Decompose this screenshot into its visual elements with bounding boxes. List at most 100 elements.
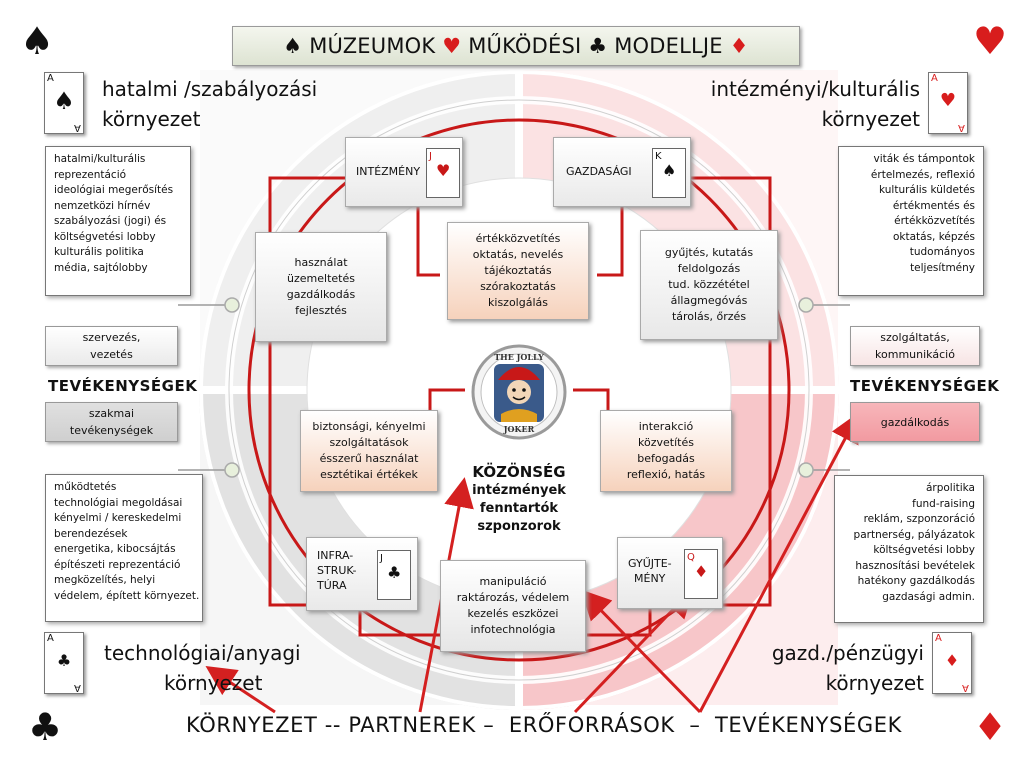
card-rank: A xyxy=(931,73,938,84)
box-line: reflexió, hatás xyxy=(626,468,706,481)
activity-organization-management: szervezés, vezetés xyxy=(45,326,178,366)
box-line: oktatás, nevelés xyxy=(472,248,564,261)
box-line: szolgáltatások xyxy=(329,436,409,449)
box-line: gazdálkodás xyxy=(286,288,356,301)
list-line: viták és támpontok xyxy=(873,153,975,165)
ace-diamond-card: A ♦ A xyxy=(932,632,972,694)
box-line: kiszolgálás xyxy=(488,296,548,309)
card-rank: A xyxy=(74,122,81,133)
env-technological-material: technológiai/anyagi környezet xyxy=(104,638,301,698)
jack-club-card: J ♣ xyxy=(377,550,411,600)
list-line: kulturális küldetés xyxy=(879,184,975,196)
heart-icon: ♥ xyxy=(436,161,451,180)
activity-line: szolgáltatás, xyxy=(880,331,950,344)
box-line: ésszerű használat xyxy=(319,452,419,465)
list-line: hatékony gazdálkodás xyxy=(857,575,975,587)
card-rank: A xyxy=(935,633,942,644)
bottom-summary-line: KÖRNYEZET -- PARTNEREK – ERŐFORRÁSOK – T… xyxy=(186,713,902,737)
box-line: fejlesztés xyxy=(295,304,347,317)
activity-line: szervezés, xyxy=(82,331,141,344)
list-line: nemzetközi hírnév xyxy=(54,199,151,212)
audience-line: intézmények xyxy=(472,483,566,498)
card-rank: A xyxy=(962,682,969,693)
env-economic-financial: gazd./pénzügyi környezet xyxy=(772,638,924,698)
list-line: teljesítmény xyxy=(910,261,975,274)
box-line: üzemeltetés xyxy=(287,272,355,285)
list-line: hatalmi/kulturális xyxy=(54,153,146,165)
corner-diamond-icon: ♦ xyxy=(973,705,1008,749)
queen-diamond-card: Q ♦ xyxy=(684,549,718,599)
activity-line: kommunikáció xyxy=(875,348,955,361)
list-line: reklám, szponzoráció xyxy=(863,513,975,525)
box-line: biztonsági, kényelmi xyxy=(312,420,426,433)
diamond-icon: ♦ xyxy=(944,651,960,670)
list-line: berendezések xyxy=(54,527,128,540)
list-line: média, sajtólobby xyxy=(54,261,148,274)
env-line: technológiai/anyagi xyxy=(104,641,301,665)
activities-label-right: TEVÉKENYSÉGEK xyxy=(850,377,1000,395)
club-icon: ♣ xyxy=(387,563,402,582)
box-line: közvetítés xyxy=(638,436,694,449)
face-label-line: INFRA- xyxy=(317,549,354,562)
box-line: tárolás, őrzés xyxy=(671,310,747,323)
card-rank: A xyxy=(47,633,54,644)
spade-icon: ♠ xyxy=(662,161,677,180)
face-label-line: MÉNY xyxy=(634,572,666,585)
box-line: manipuláció xyxy=(479,575,547,588)
box-line: kezelés eszközei xyxy=(467,607,559,620)
spade-icon: ♠ xyxy=(283,34,303,58)
list-line: reprezentáció xyxy=(54,168,127,181)
king-spade-card: K ♠ xyxy=(652,148,686,198)
box-line: esztétikai értékek xyxy=(320,468,418,481)
audience-line: fenntartók xyxy=(479,501,559,516)
activity-professional: szakmai tevékenységek xyxy=(45,402,178,442)
activity-service-communication: szolgáltatás, kommunikáció xyxy=(850,326,980,366)
face-box-collection: GYŰJTE- MÉNY Q ♦ xyxy=(617,537,723,609)
box-line: szórakoztatás xyxy=(480,280,556,293)
box-line: feldolgozás xyxy=(677,262,741,275)
joker-emblem: THE JOLLY JOKER xyxy=(471,344,567,440)
list-line: szabályozási (jogi) és xyxy=(54,215,167,227)
face-label-line: TÚRA xyxy=(317,579,347,592)
list-line: árpolitika xyxy=(925,482,975,494)
list-line: technológiai megoldásai xyxy=(54,496,183,509)
box-line: befogadás xyxy=(637,452,695,465)
env-line: gazd./pénzügyi xyxy=(771,641,924,665)
activity-line: vezetés xyxy=(90,348,133,361)
ace-heart-card: A ♥ A xyxy=(928,72,968,134)
env-line: környezet xyxy=(164,671,263,695)
face-label-line: STRUK- xyxy=(317,564,357,577)
face-label: GYŰJTE- MÉNY xyxy=(628,556,672,586)
env-line: hatalmi /szabályozási xyxy=(102,77,318,101)
list-line: partnerség, pályázatok xyxy=(853,528,975,541)
list-power-regulatory: hatalmi/kulturális reprezentáció ideológia… xyxy=(45,146,191,296)
jack-heart-card: J ♥ xyxy=(426,148,460,198)
list-line: oktatás, képzés xyxy=(892,230,975,243)
list-line: védelem, épített környezet. xyxy=(54,589,200,602)
list-line: ideológiai megerősítés xyxy=(54,184,174,196)
card-rank: Q xyxy=(687,552,695,563)
activity-finance: gazdálkodás xyxy=(850,402,980,442)
box-line: tud. közzététel xyxy=(668,278,750,291)
diamond-icon: ♦ xyxy=(729,34,749,58)
activity-line: gazdálkodás xyxy=(880,415,950,429)
list-line: értékmentés és xyxy=(892,199,975,212)
list-line: kényelmi / kereskedelmi xyxy=(54,512,182,524)
diamond-icon: ♦ xyxy=(694,562,709,581)
box-line: használat xyxy=(294,256,348,269)
list-line: költségvetési lobby xyxy=(54,230,156,243)
page-title: ♠ MÚZEUMOK ♥ MŰKÖDÉSI ♣ MODELLJE ♦ xyxy=(232,26,800,66)
audience-line: szponzorok xyxy=(477,519,561,534)
box-line: infotechnológia xyxy=(470,623,556,636)
card-rank: K xyxy=(655,151,662,162)
face-label: INTÉZMÉNY xyxy=(356,165,421,178)
spade-icon: ♠ xyxy=(53,87,75,115)
env-institutional-cultural: intézményi/kulturális környezet xyxy=(711,74,920,134)
joker-bottom-text: JOKER xyxy=(503,424,535,434)
box-line: értékközvetítés xyxy=(475,232,561,245)
activity-line: szakmai xyxy=(88,407,135,420)
